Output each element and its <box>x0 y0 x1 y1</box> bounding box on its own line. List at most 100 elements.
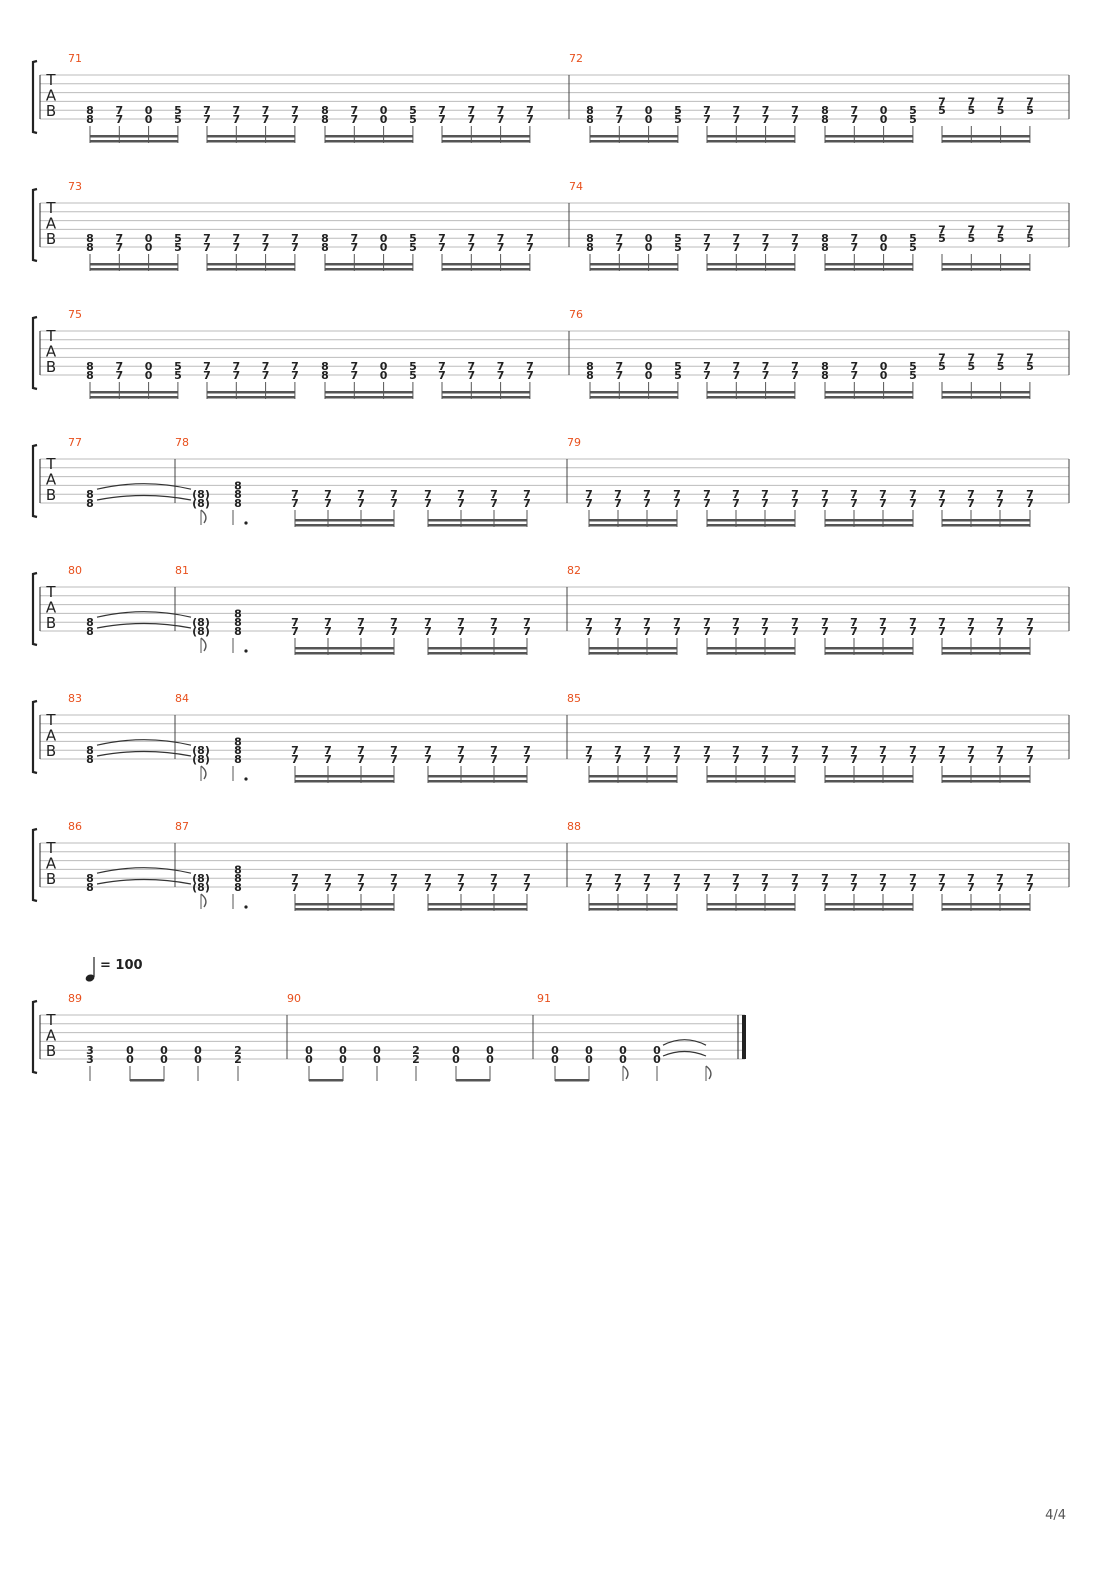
system-bracket <box>31 59 38 135</box>
tab-clef-b: B <box>46 102 56 120</box>
fret-number: (8) <box>192 744 210 757</box>
beam <box>942 391 1030 394</box>
fret-number: 0 <box>619 1053 627 1066</box>
system-bracket <box>31 571 38 647</box>
fret-number: 7 <box>390 616 398 629</box>
fret-number: 7 <box>673 881 681 894</box>
tab-clef-b: B <box>46 870 56 888</box>
fret-number: 7 <box>291 241 299 254</box>
fret-number: 7 <box>732 360 740 373</box>
tab-clef-b: B <box>46 742 56 760</box>
measure-number: 72 <box>569 52 583 65</box>
fret-number: 7 <box>324 497 332 510</box>
fret-number: 0 <box>145 104 153 117</box>
fret-number: 7 <box>203 113 211 126</box>
beam <box>90 135 178 138</box>
fret-number: 7 <box>497 369 505 382</box>
fret-number: 7 <box>791 488 799 501</box>
fret-number: 0 <box>653 1053 661 1066</box>
fret-number: 8 <box>86 232 94 245</box>
fret-number: 7 <box>350 369 358 382</box>
fret-number: 7 <box>115 369 123 382</box>
system-bracket <box>31 827 38 903</box>
fret-number: 5 <box>674 113 682 126</box>
beam <box>295 903 394 906</box>
tab-clef-b: B <box>46 614 56 632</box>
fret-number: 7 <box>791 241 799 254</box>
fret-number: 5 <box>674 232 682 245</box>
fret-number: 7 <box>938 351 946 364</box>
fret-number: 7 <box>614 872 622 885</box>
fret-number: 7 <box>879 488 887 501</box>
fret-number: 7 <box>203 360 211 373</box>
beam <box>825 519 913 522</box>
fret-number: 8 <box>821 113 829 126</box>
fret-number: 8 <box>321 232 329 245</box>
beam <box>942 519 1030 522</box>
fret-number: 5 <box>967 104 975 117</box>
fret-number: 7 <box>996 616 1004 629</box>
fret-number: 7 <box>291 625 299 638</box>
fret-number: 7 <box>615 241 623 254</box>
beam <box>589 780 677 783</box>
measure-number: 84 <box>175 692 189 705</box>
fret-number: 0 <box>551 1044 559 1057</box>
fret-number: 7 <box>879 753 887 766</box>
note-flag <box>705 1065 712 1080</box>
fret-number: 7 <box>324 625 332 638</box>
fret-number: 5 <box>174 104 182 117</box>
fret-number: 7 <box>490 616 498 629</box>
fret-number: 7 <box>967 625 975 638</box>
tie <box>96 750 192 757</box>
fret-number: 7 <box>497 232 505 245</box>
fret-number: 7 <box>390 744 398 757</box>
fret-number: 3 <box>86 1053 94 1066</box>
fret-number: 7 <box>291 744 299 757</box>
fret-number: 7 <box>761 753 769 766</box>
fret-number: 7 <box>350 241 358 254</box>
fret-number: 0 <box>452 1053 460 1066</box>
fret-number: 7 <box>438 104 446 117</box>
fret-number: 7 <box>438 241 446 254</box>
fret-number: 7 <box>967 753 975 766</box>
fret-number: 7 <box>1026 872 1034 885</box>
fret-number: 7 <box>390 872 398 885</box>
note-flag <box>622 1065 629 1080</box>
fret-number: 7 <box>643 488 651 501</box>
beam <box>589 652 677 655</box>
fret-number: 7 <box>357 881 365 894</box>
fret-number: 7 <box>703 881 711 894</box>
beam <box>707 396 795 399</box>
beam <box>707 519 795 522</box>
fret-number: 5 <box>909 360 917 373</box>
system-bracket <box>31 999 38 1075</box>
fret-number: 7 <box>390 881 398 894</box>
fret-number: 7 <box>526 232 534 245</box>
fret-number: 7 <box>938 488 946 501</box>
fret-number: 0 <box>486 1053 494 1066</box>
fret-number: 0 <box>645 232 653 245</box>
fret-number: 7 <box>1026 744 1034 757</box>
fret-number: 7 <box>850 104 858 117</box>
fret-number: 7 <box>791 753 799 766</box>
fret-number: 7 <box>357 872 365 885</box>
tab-clef-b: B <box>46 230 56 248</box>
beam <box>825 391 913 394</box>
fret-number: 7 <box>467 360 475 373</box>
fret-number: 0 <box>551 1053 559 1066</box>
fret-number: 7 <box>457 753 465 766</box>
fret-number: 7 <box>761 872 769 885</box>
fret-number: 5 <box>174 232 182 245</box>
fret-number: 7 <box>203 241 211 254</box>
fret-number: 7 <box>357 497 365 510</box>
fret-number: 7 <box>203 104 211 117</box>
beam <box>589 647 677 650</box>
fret-number: 7 <box>457 488 465 501</box>
fret-number: 7 <box>673 497 681 510</box>
fret-number: 7 <box>324 488 332 501</box>
fret-number: 7 <box>467 113 475 126</box>
fret-number: 0 <box>645 241 653 254</box>
fret-number: 7 <box>761 488 769 501</box>
tab-clef-a: A <box>46 727 57 745</box>
